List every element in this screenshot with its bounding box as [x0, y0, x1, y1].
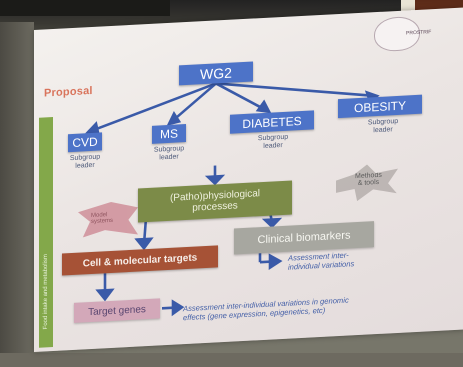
dark-shelf — [0, 0, 170, 16]
cvd-box: CVD — [68, 132, 102, 153]
wg2-box: WG2 — [179, 61, 253, 86]
diabetes-subtitle: Subgroup leader — [257, 133, 289, 150]
cvd-subtitle: Subgroup leader — [69, 153, 101, 170]
ms-subtitle: Subgroup leader — [153, 145, 185, 162]
burst-left-text: Model systems — [91, 212, 114, 226]
obesity-subtitle: Subgroup leader — [367, 117, 399, 134]
burst-right-text: Methods & tools — [355, 171, 382, 188]
ms-box: MS — [152, 124, 186, 144]
lower-wall-band — [0, 353, 463, 367]
projected-slide: PROSTRIF Food intake and metabolism Prop… — [34, 7, 463, 352]
screen-left-frame — [0, 22, 34, 367]
